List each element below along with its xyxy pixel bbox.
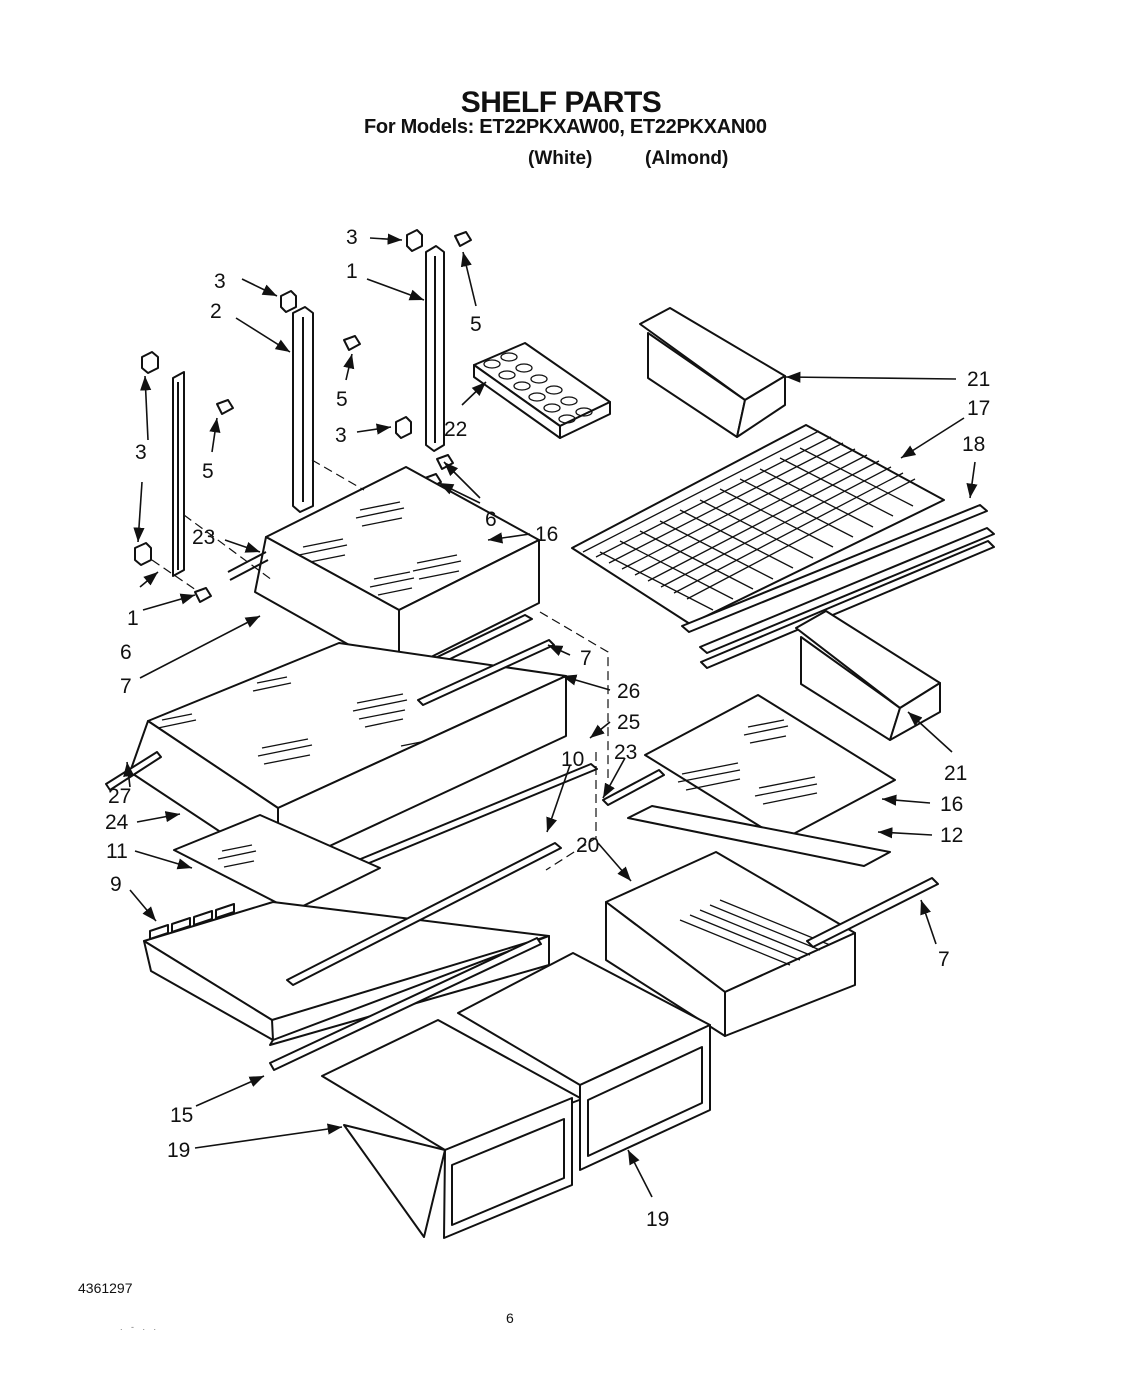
callout-10: 10 <box>561 748 584 771</box>
callout-5: 5 <box>202 460 214 483</box>
callout-3: 3 <box>135 441 147 464</box>
document-number: 4361297 <box>78 1280 133 1296</box>
callout-23: 23 <box>614 741 637 764</box>
callout-labels: 3 1 3 2 5 5 3 22 3 5 6 23 16 1 6 7 7 26 … <box>105 226 990 1231</box>
callout-22: 22 <box>444 418 467 441</box>
models-line: For Models: ET22PKXAW00, ET22PKXAN00 <box>364 116 767 138</box>
callout-18: 18 <box>962 433 985 456</box>
callout-3: 3 <box>346 226 358 249</box>
callout-19: 19 <box>646 1208 669 1231</box>
shelf-ladder-right <box>395 229 445 452</box>
callout-24: 24 <box>105 811 129 834</box>
callout-11: 11 <box>106 840 128 863</box>
callout-3: 3 <box>214 270 226 293</box>
variant-almond: (Almond) <box>645 148 729 169</box>
crisper-drawer-left <box>321 1019 583 1239</box>
variant-white: (White) <box>528 148 593 169</box>
upper-glass-shelf <box>227 466 540 679</box>
callout-1: 1 <box>127 607 139 630</box>
callout-leaders <box>123 233 978 1198</box>
callout-16: 16 <box>535 523 558 546</box>
callout-21: 21 <box>944 762 967 785</box>
callout-5: 5 <box>336 388 348 411</box>
door-bin-upper <box>639 307 786 438</box>
callout-19: 19 <box>167 1139 190 1162</box>
callout-2: 2 <box>210 300 222 323</box>
callout-8: 7 <box>938 948 950 971</box>
right-crisper-pan <box>605 851 939 1037</box>
page-number: 6 <box>506 1310 514 1326</box>
assembly-guides <box>151 459 609 871</box>
shelf-ladder-middle <box>280 290 314 513</box>
callout-17: 17 <box>967 397 990 420</box>
callout-23: 23 <box>192 526 215 549</box>
shelf-ladder-left <box>134 351 185 577</box>
callout-6: 6 <box>120 641 132 664</box>
callout-26: 26 <box>617 680 640 703</box>
right-glass-shelf <box>602 694 896 867</box>
callout-8: 7 <box>580 647 592 670</box>
callout-6: 6 <box>485 508 497 531</box>
ice-cube-tray <box>473 342 611 439</box>
door-bin-lower <box>795 610 941 741</box>
lower-left-crisper-cover <box>143 814 562 1071</box>
faint-mark: . - . . <box>120 1322 159 1332</box>
callout-12: 12 <box>940 824 963 847</box>
callout-7: 7 <box>120 675 132 698</box>
crisper-drawer-right <box>457 952 711 1171</box>
callout-20: 20 <box>576 834 599 857</box>
callout-27: 27 <box>108 785 131 808</box>
callout-9: 9 <box>110 873 122 896</box>
callout-3: 3 <box>335 424 347 447</box>
callout-15: 15 <box>170 1104 193 1127</box>
callout-16: 16 <box>940 793 963 816</box>
callout-1: 1 <box>346 260 358 283</box>
page-title: SHELF PARTS <box>460 86 662 119</box>
callout-21: 21 <box>967 368 990 391</box>
wire-shelf <box>571 424 995 669</box>
callout-25: 25 <box>617 711 640 734</box>
callout-5: 5 <box>470 313 482 336</box>
